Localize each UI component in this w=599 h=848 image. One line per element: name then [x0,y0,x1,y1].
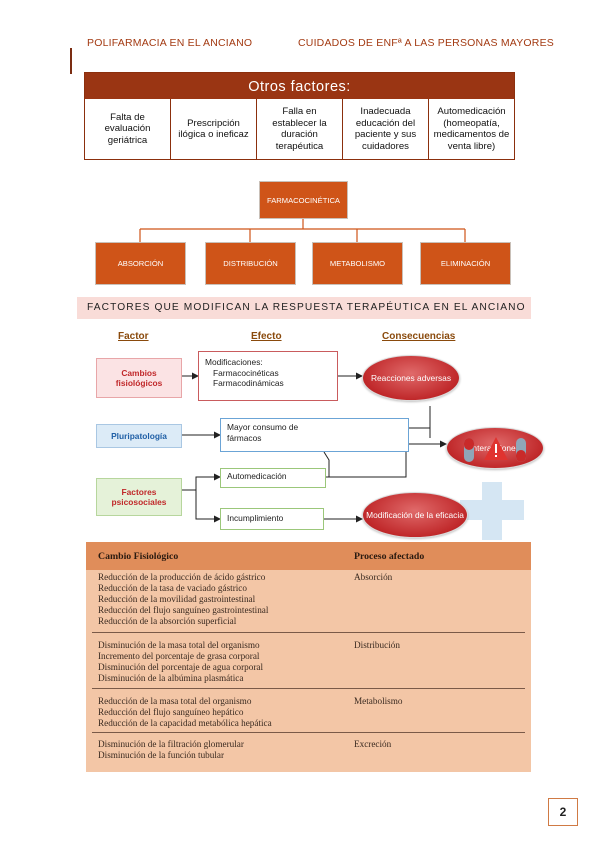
cambio-line: Reducción de la masa total del organismo [98,696,252,706]
mayor-consumo-label: Mayor consumo de fármacos [227,422,299,443]
otros-factores-cell: Inadecuada educación del paciente y sus … [343,99,429,159]
diagram-connectors [180,372,447,523]
consecuencia-modificacion-eficacia: Modificación de la eficacia [362,492,468,538]
farmacocinetica-root: FARMACOCINÉTICA [259,181,348,219]
otros-factores-cell: Prescripción ilógica o ineficaz [171,99,257,159]
cambio-line: Reducción de la tasa de vaciado gástrico [98,583,247,593]
factores-diagram: Factor Efecto Consecuencias Cambios fisi… [84,322,544,540]
row-divider [92,732,525,733]
modificaciones-farmacocineticas: Farmacocinéticas [213,367,279,378]
margin-bar [70,48,72,74]
farmacocinetica-absorcion: ABSORCIÓN [95,242,186,285]
header-consecuencias: Consecuencias [382,331,456,342]
factor-psicosociales: Factores psicosociales [96,478,182,516]
header-left-title: POLIFARMACIA EN EL ANCIANO [87,37,253,49]
farmacocinetica-eliminacion: ELIMINACIÓN [420,242,511,285]
row-divider [92,688,525,689]
cambio-line: Disminución de la masa total del organis… [98,640,260,650]
modificaciones-title: Modificaciones: [205,357,263,367]
cambio-line: Reducción de la absorción superficial [98,616,237,626]
pharmacy-cross-icon [460,482,524,540]
efecto-incumplimiento: Incumplimiento [220,508,324,530]
table-header-cambio: Cambio Fisiológico [98,551,179,562]
table-header: Cambio Fisiológico Proceso afectado [86,542,531,570]
cambio-line: Reducción de la capacidad metabólica hep… [98,718,272,728]
proceso-afectado: Excreción [354,739,392,749]
row-divider [92,632,525,633]
efecto-modificaciones: Modificaciones: Farmacocinéticas Farmaco… [198,351,338,401]
cambio-line: Disminución del porcentaje de agua corpo… [98,662,264,672]
cambio-line: Reducción del flujo sanguíneo gastrointe… [98,605,269,615]
cambio-line: Reducción de la movilidad gastrointestin… [98,594,256,604]
farmacocinetica-metabolismo: METABOLISMO [312,242,403,285]
efecto-automedicacion: Automedicación [220,468,326,488]
farmacocinetica-distribucion: DISTRIBUCIÓN [205,242,296,285]
proceso-afectado: Distribución [354,640,400,650]
cambio-line: Disminución de la función tubular [98,750,225,760]
proceso-afectado: Absorción [354,572,393,582]
header-right-title: CUIDADOS DE ENFª A LAS PERSONAS MAYORES [298,37,554,49]
otros-factores-cell: Falla en establecer la duración terapéut… [257,99,343,159]
cambio-line: Incremento del porcentaje de grasa corpo… [98,651,260,661]
otros-factores-title: Otros factores: [85,73,514,99]
otros-factores-cell: Falta de evaluación geriátrica [85,99,171,159]
cambio-fisiologico-table: Cambio Fisiológico Proceso afectado Redu… [86,542,531,772]
factor-cambios-fisiologicos: Cambios fisiológicos [96,358,182,398]
otros-factores-table: Otros factores: Falta de evaluación geri… [84,72,515,160]
factor-pluripatologia: Pluripatología [96,424,182,448]
table-header-proceso: Proceso afectado [354,551,425,562]
cambio-line: Reducción de la producción de ácido gást… [98,572,266,582]
cambio-line: Disminución de la albúmina plasmática [98,673,244,683]
consecuencia-reacciones-adversas: Reacciones adversas [362,355,460,401]
section-title: FACTORES QUE MODIFICAN LA RESPUESTA TERA… [87,302,526,313]
otros-factores-cell: Automedicación (homeopatía, medicamentos… [433,106,510,152]
section-band [77,297,531,319]
page-number: 2 [548,798,578,826]
modificaciones-farmacodinamicas: Farmacodinámicas [213,378,284,388]
pills-warning-icon [464,437,526,462]
efecto-mayor-consumo: Mayor consumo de fármacos [220,418,409,452]
header-factor: Factor [118,331,149,342]
proceso-afectado: Metabolismo [354,696,403,706]
farmacocinetica-connectors [139,219,466,242]
otros-factores-cells: Falta de evaluación geriátrica Prescripc… [85,99,514,159]
cambio-line: Reducción del flujo sanguíneo hepático [98,707,244,717]
header-efecto: Efecto [251,331,282,342]
cambio-line: Disminución de la filtración glomerular [98,739,244,749]
